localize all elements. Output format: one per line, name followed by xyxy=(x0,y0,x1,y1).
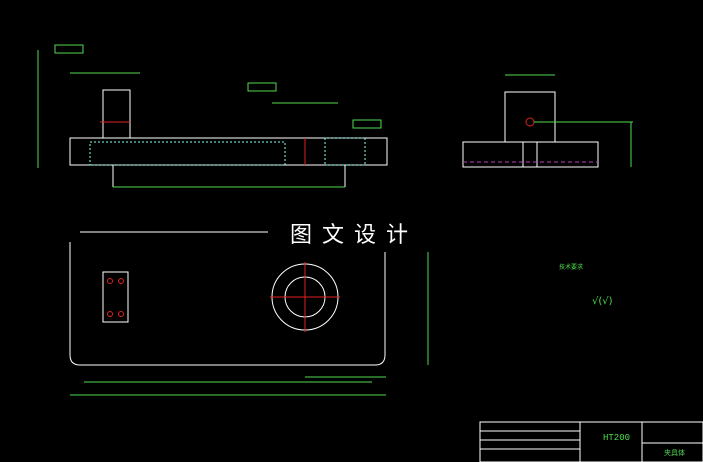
technical-requirements-title: 技术要求 xyxy=(559,264,584,271)
side-view xyxy=(462,74,633,168)
material-label: HT200 xyxy=(603,433,631,443)
top-view xyxy=(69,231,429,396)
watermark: 图文设计 xyxy=(290,223,419,248)
front-section-view xyxy=(37,44,388,188)
title-block xyxy=(479,421,703,462)
part-name-label: 夹具体 xyxy=(664,449,685,457)
roughness-symbol: √(√) xyxy=(592,296,613,307)
